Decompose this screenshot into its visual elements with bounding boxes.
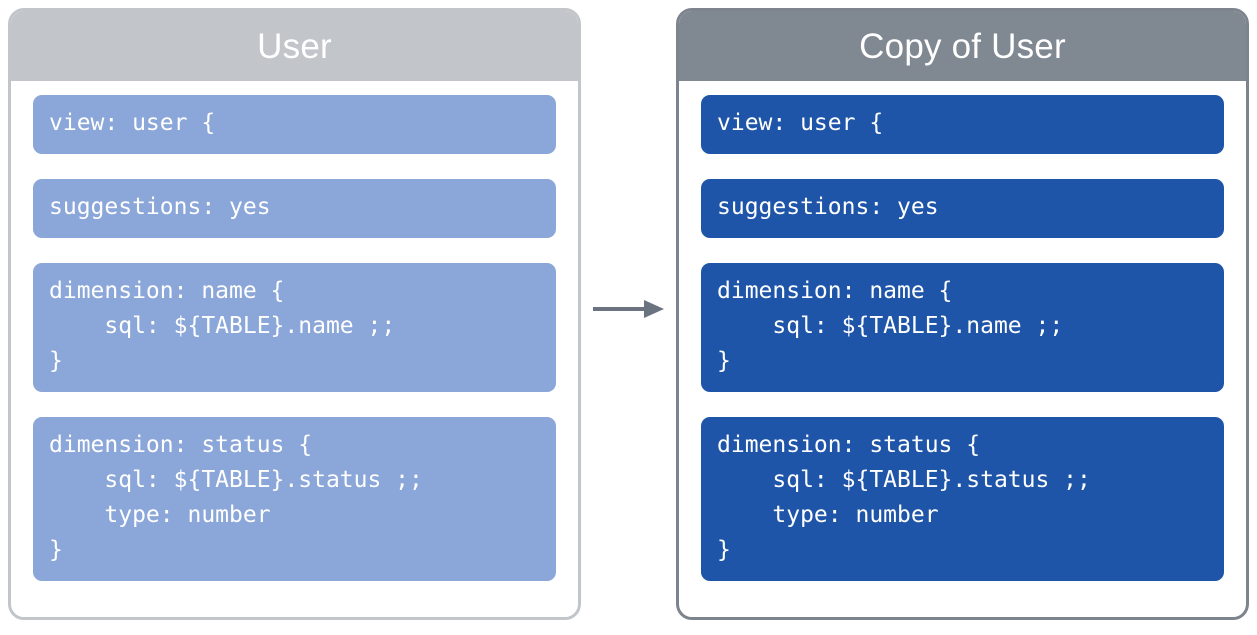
copy-code-block-view-declaration: view: user { <box>701 95 1224 154</box>
copy-view-card: Copy of User view: user { suggestions: y… <box>676 8 1249 620</box>
source-card-title: User <box>257 26 332 66</box>
copy-card-header: Copy of User <box>679 11 1246 81</box>
copy-code-block-dimension-status: dimension: status { sql: ${TABLE}.status… <box>701 417 1224 581</box>
right-arrow-icon <box>593 300 664 318</box>
source-code-block-dimension-name: dimension: name { sql: ${TABLE}.name ;; … <box>33 263 556 392</box>
copy-code-block-dimension-name: dimension: name { sql: ${TABLE}.name ;; … <box>701 263 1224 392</box>
copy-card-title: Copy of User <box>859 26 1066 66</box>
source-card-body: view: user { suggestions: yes dimension:… <box>11 81 578 597</box>
source-view-card: User view: user { suggestions: yes dimen… <box>8 8 581 620</box>
copy-card-body: view: user { suggestions: yes dimension:… <box>679 81 1246 597</box>
source-code-block-view-declaration: view: user { <box>33 95 556 154</box>
source-card-header: User <box>11 11 578 81</box>
source-code-block-dimension-status: dimension: status { sql: ${TABLE}.status… <box>33 417 556 581</box>
copy-code-block-suggestions-setting: suggestions: yes <box>701 179 1224 238</box>
source-code-block-suggestions-setting: suggestions: yes <box>33 179 556 238</box>
